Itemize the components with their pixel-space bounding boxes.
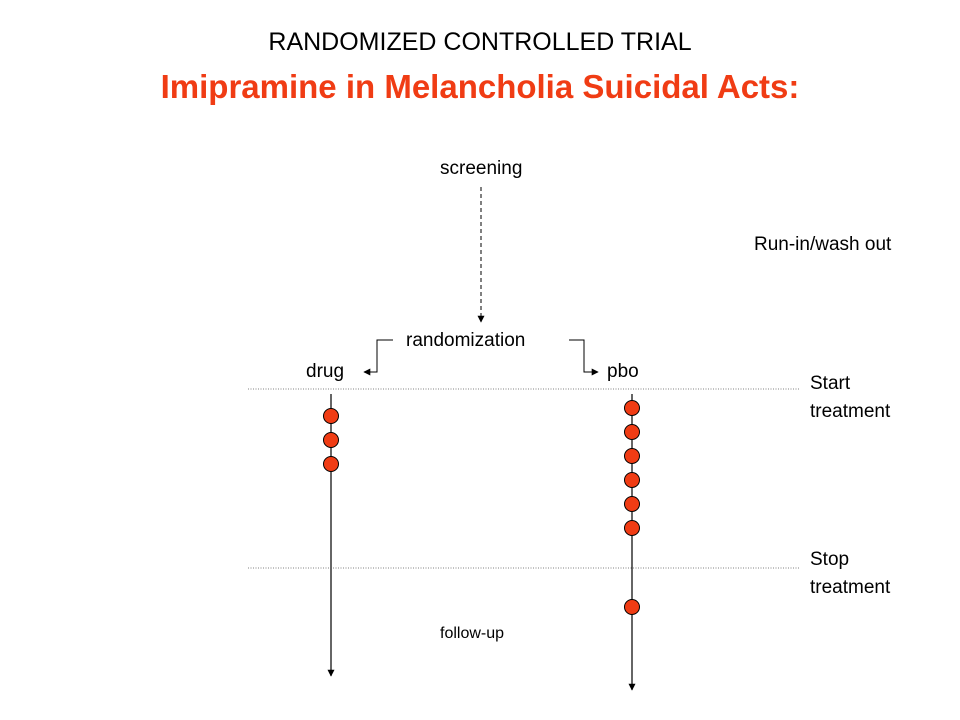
run-in-label: Run-in/wash out xyxy=(754,234,892,255)
drug-arm-label: drug xyxy=(306,361,345,382)
drug-event-marker xyxy=(323,432,339,448)
stop-treatment-line2: treatment xyxy=(810,577,891,598)
pbo-arm-label: pbo xyxy=(607,361,639,382)
start-treatment-label: Start treatment xyxy=(810,370,890,426)
pbo-event-marker xyxy=(624,448,640,464)
pbo-elbow-arrow xyxy=(569,339,599,376)
randomization-label: randomization xyxy=(406,330,526,351)
pbo-event-marker xyxy=(624,400,640,416)
pbo-event-marker xyxy=(624,496,640,512)
pbo-event-marker xyxy=(624,520,640,536)
screening-label: screening xyxy=(440,158,523,179)
slide-title: Imipramine in Melancholia Suicidal Acts: xyxy=(160,68,800,105)
slide-header: RANDOMIZED CONTROLLED TRIAL xyxy=(268,28,692,56)
event-markers xyxy=(323,400,640,615)
pbo-follow-up-event-marker xyxy=(624,599,640,615)
pbo-event-marker xyxy=(624,472,640,488)
drug-elbow-arrow xyxy=(363,339,393,376)
drug-event-marker xyxy=(323,408,339,424)
drug-event-marker xyxy=(323,456,339,472)
pbo-event-marker xyxy=(624,424,640,440)
follow-up-label: follow-up xyxy=(440,625,505,642)
stop-treatment-label: Stop treatment xyxy=(810,546,890,602)
stop-treatment-line1: Stop xyxy=(810,549,850,570)
start-treatment-line2: treatment xyxy=(810,401,891,422)
start-treatment-line1: Start xyxy=(810,373,851,394)
